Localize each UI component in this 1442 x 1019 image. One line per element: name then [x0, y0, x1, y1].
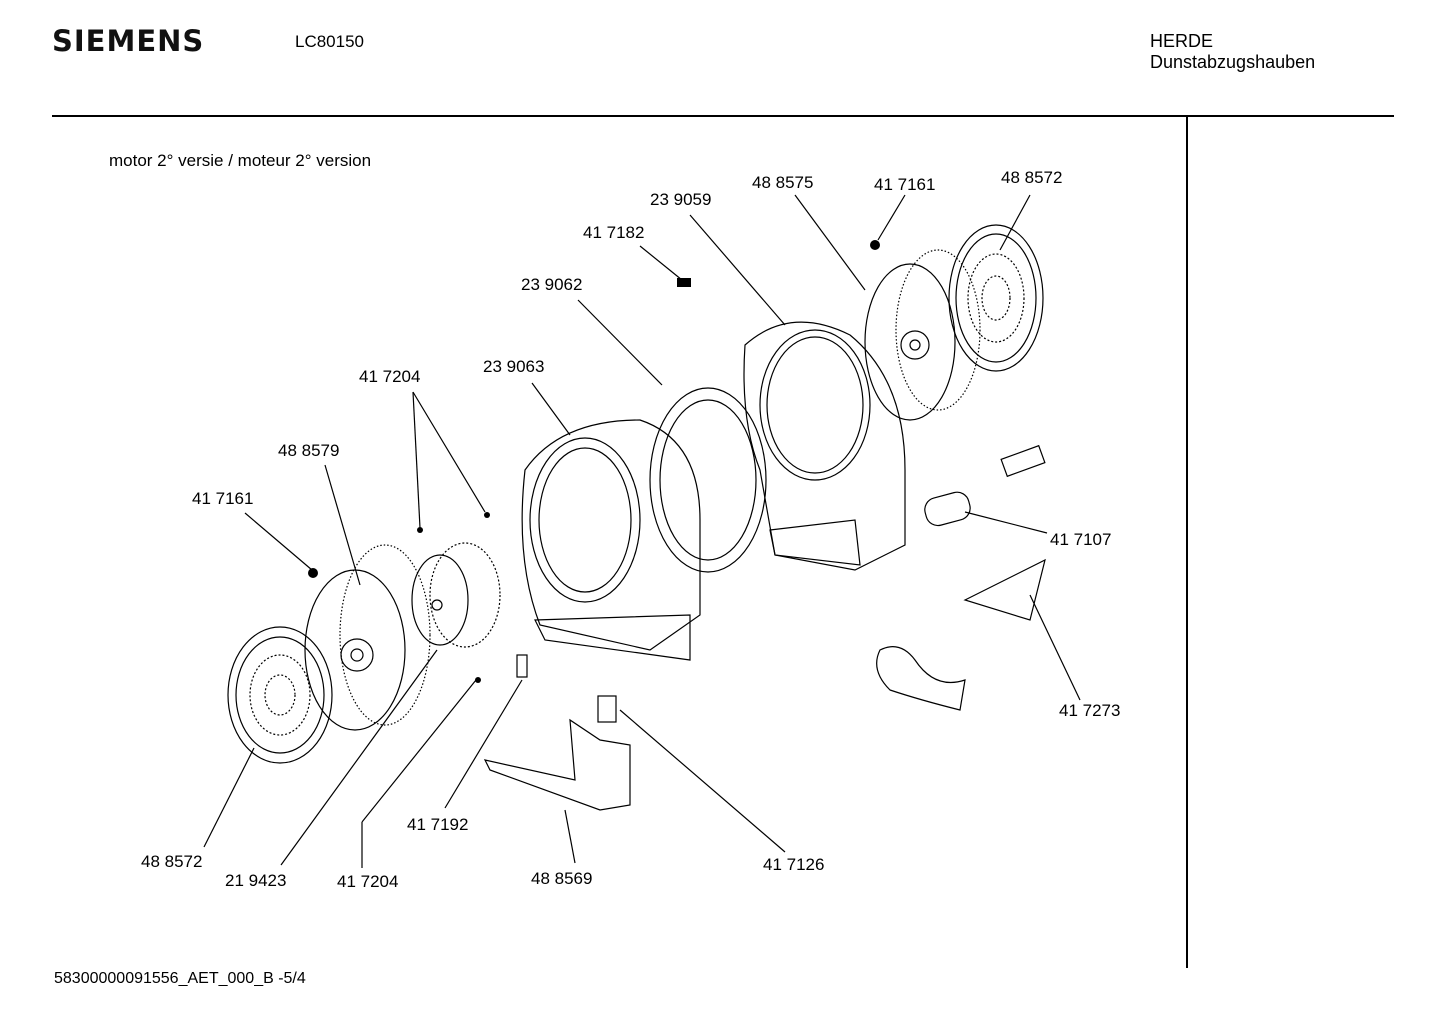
model-number: LC80150 — [295, 32, 365, 51]
part-label: 48 8572 — [1001, 168, 1063, 187]
fan-motor — [411, 542, 501, 648]
nut-icon — [308, 568, 318, 578]
part-label: 48 8575 — [752, 173, 814, 192]
document-id: 58300000091556_AET_000_B -5/4 — [54, 970, 306, 987]
switch — [516, 654, 528, 678]
category-line-2: Dunstabzugshauben — [1150, 52, 1316, 72]
clip-icon — [677, 278, 691, 287]
part-label: 41 7192 — [407, 815, 469, 834]
leader-line — [999, 194, 1031, 251]
gasket-ring — [649, 387, 767, 573]
blower-wheel-right — [864, 249, 981, 421]
screw-icon — [417, 527, 423, 533]
part-label: 48 8579 — [278, 441, 340, 460]
wire-harness — [963, 558, 1046, 621]
leader-line — [412, 391, 421, 529]
leader-line — [203, 747, 255, 848]
leader-line — [361, 679, 477, 823]
diagram-subtitle: motor 2° versie / moteur 2° version — [109, 151, 372, 170]
leader-line — [244, 512, 313, 571]
blower-wheel-left — [304, 544, 431, 731]
part-label: 41 7204 — [359, 367, 421, 386]
part-label: 23 9059 — [650, 190, 712, 209]
leader-line — [1029, 594, 1081, 701]
side-divider — [1186, 117, 1188, 968]
leader-line — [324, 464, 361, 586]
leader-line — [531, 382, 571, 436]
leader-line — [444, 679, 523, 809]
siemens-logo: SIEMENS — [52, 24, 205, 58]
part-label: 48 8569 — [531, 869, 593, 888]
leader-line — [639, 245, 683, 281]
fan-housing-back — [743, 321, 906, 571]
part-label: 21 9423 — [225, 871, 287, 890]
leader-line — [564, 809, 576, 864]
grille-left — [227, 626, 333, 764]
part-label: 41 7161 — [874, 175, 936, 194]
mounting-bracket — [483, 718, 631, 811]
leader-line — [619, 709, 786, 853]
part-label: 41 7107 — [1050, 530, 1112, 549]
nut-icon — [870, 240, 880, 250]
part-label: 41 7273 — [1059, 701, 1121, 720]
part-label: 23 9062 — [521, 275, 583, 294]
leader-line — [794, 194, 866, 291]
part-label: 23 9063 — [483, 357, 545, 376]
part-label: 41 7182 — [583, 223, 645, 242]
grille-right — [948, 224, 1044, 372]
leader-line — [689, 214, 786, 326]
leader-line — [877, 194, 906, 241]
fan-housing-front — [521, 419, 701, 661]
category-block: HERDE Dunstabzugshauben — [1150, 31, 1315, 73]
part-label: 41 7161 — [192, 489, 254, 508]
leader-line — [412, 391, 486, 513]
capacitor — [924, 491, 971, 527]
category-line-1: HERDE — [1150, 31, 1214, 51]
power-cable — [876, 646, 966, 711]
lamp-holder — [597, 695, 617, 723]
leader-line — [280, 649, 438, 866]
screw-icon — [484, 512, 490, 518]
screw-icon — [475, 677, 481, 683]
leader-line — [577, 299, 663, 386]
part-label: 41 7204 — [337, 872, 399, 891]
terminal-block — [1000, 444, 1046, 478]
part-label: 41 7126 — [763, 855, 825, 874]
leader-line — [964, 511, 1048, 534]
header-divider — [52, 115, 1394, 117]
part-label: 48 8572 — [141, 852, 203, 871]
